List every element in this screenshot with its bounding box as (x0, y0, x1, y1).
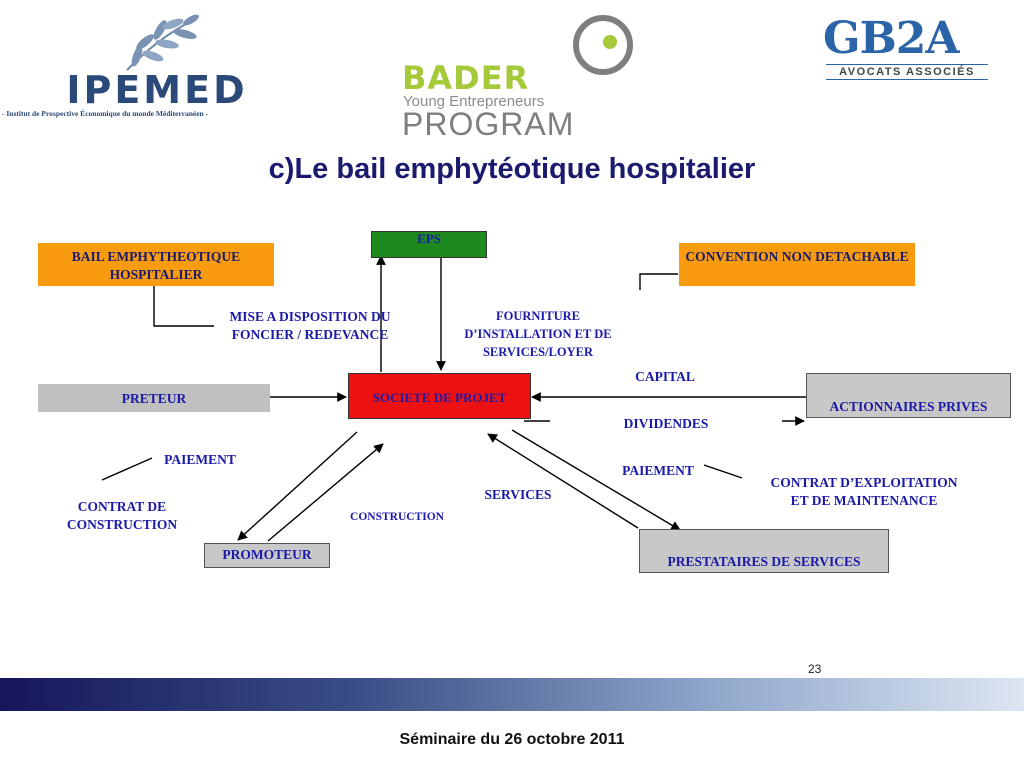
pointer-paiement-right (703, 464, 743, 479)
node-eps: EPS (371, 231, 487, 258)
footer-text: Séminaire du 26 octobre 2011 (399, 731, 625, 748)
connector-bail (153, 286, 214, 327)
bader-subtitle: Young Entrepreneurs (403, 93, 545, 110)
label-mise-line1: MISE A DISPOSITION DU (229, 309, 391, 324)
label-contrat-construction-line2: CONSTRUCTION (66, 517, 178, 532)
label-mise-line2: FONCIER / REDEVANCE (231, 327, 389, 342)
node-societe-de-projet: SOCIETE DE PROJET (348, 373, 531, 419)
arrow-societe-to-promoteur (237, 431, 358, 541)
label-capital: CAPITAL (635, 369, 695, 384)
arrow-prestataires-to-societe (487, 433, 639, 529)
bader-wordmark: BADER (402, 59, 530, 97)
bader-circle-icon (573, 15, 633, 75)
olive-branch-icon (126, 14, 199, 71)
footer-gradient-bar (0, 678, 1024, 711)
label-contrat-construction: CONTRAT DE CONSTRUCTION (40, 498, 204, 534)
arrow-promoteur-to-societe (267, 443, 384, 542)
label-fourniture-line2: D’INSTALLATION ET DE (464, 327, 612, 341)
label-mise-a-disposition: MISE A DISPOSITION DU FONCIER / REDEVANC… (210, 308, 410, 344)
node-actionnaires-prives: ACTIONNAIRES PRIVES (806, 373, 1011, 418)
label-dividendes: DIVIDENDES (623, 416, 709, 431)
slide-title: c)Le bail emphytéotique hospitalier (268, 153, 756, 185)
pointer-paiement-left (101, 457, 153, 481)
arrow-societe-to-prestataires (511, 429, 681, 531)
gb2a-wordmark: GB2A (823, 13, 960, 64)
node-prestataires-de-services: PRESTATAIRES DE SERVICES (639, 529, 889, 573)
label-contrat-exploitation: CONTRAT D’EXPLOITATION ET DE MAINTENANCE (744, 474, 984, 510)
label-fourniture: FOURNITURE D’INSTALLATION ET DE SERVICES… (440, 307, 636, 361)
label-paiement-right: PAIEMENT (622, 463, 694, 478)
page-number: 23 (808, 662, 822, 676)
node-bail-emphyteotique: BAIL EMPHYTHEOTIQUE HOSPITALIER (38, 243, 274, 286)
label-contrat-construction-line1: CONTRAT DE (77, 499, 167, 514)
label-contrat-exploitation-line2: ET DE MAINTENANCE (790, 493, 938, 508)
connector-convention (639, 273, 678, 290)
bader-program: PROGRAM (402, 106, 575, 142)
label-fourniture-line3: SERVICES/LOYER (482, 345, 593, 359)
ipemed-wordmark: IPEMED (66, 68, 248, 112)
node-preteur: PRETEUR (38, 384, 270, 412)
node-convention-non-detachable: CONVENTION NON DETACHABLE (679, 243, 915, 286)
label-services: SERVICES (484, 487, 552, 502)
label-fourniture-line1: FOURNITURE (495, 309, 581, 323)
ipemed-subtitle: - Institut de Prospective Économique du … (2, 109, 209, 118)
ipemed-logo (0, 10, 320, 120)
label-paiement-left: PAIEMENT (164, 452, 236, 467)
gb2a-subtitle: AVOCATS ASSOCIÉS (826, 64, 988, 80)
node-promoteur: PROMOTEUR (204, 543, 330, 568)
label-contrat-exploitation-line1: CONTRAT D’EXPLOITATION (770, 475, 958, 490)
label-construction: CONSTRUCTION (350, 511, 444, 523)
